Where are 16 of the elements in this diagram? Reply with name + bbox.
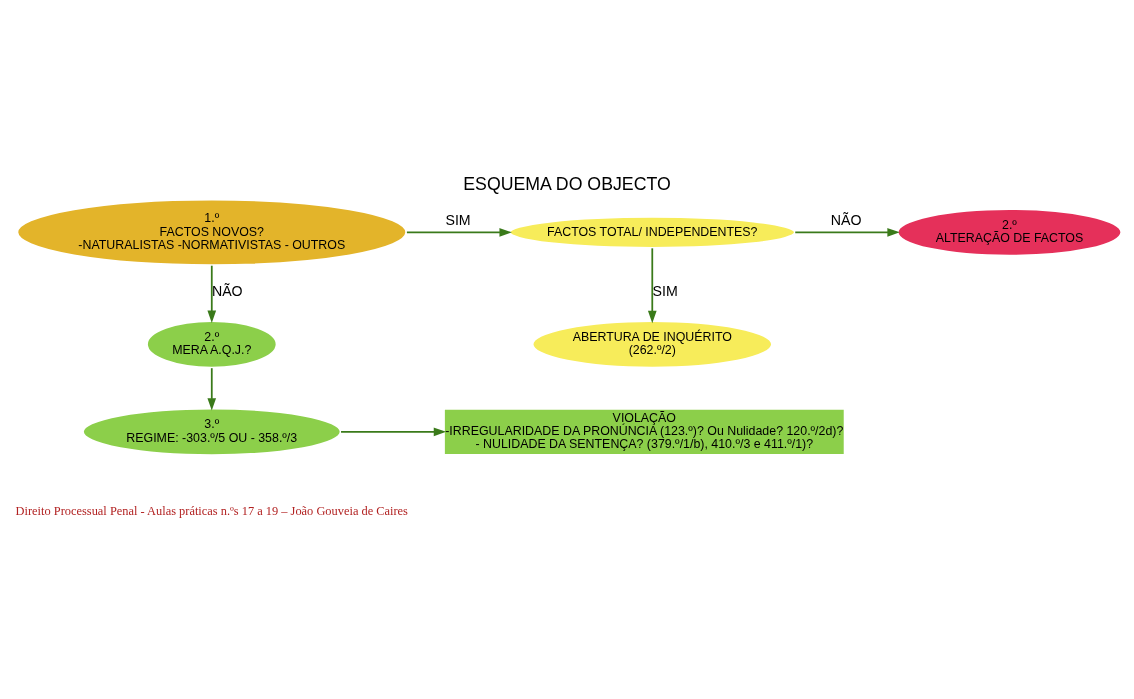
edge-label: SIM (445, 211, 471, 228)
node-ellipse: FACTOS TOTAL/ INDEPENDENTES? (507, 214, 797, 250)
node-ellipse: 3.º REGIME: -303.º/5 OU - 358.º/3 (81, 406, 343, 457)
label: Direito Processual Penal - Aulas práticas n.ºs 17 a 19 – João Gouveia de Caires (15, 503, 408, 518)
edge-label: NÃO (830, 211, 862, 228)
arrow (406, 227, 512, 237)
arrow (340, 427, 447, 436)
arrow (207, 264, 217, 323)
edge-label: NÃO (211, 282, 243, 299)
edge-label: SIM (652, 282, 678, 299)
diagram-title: ESQUEMA DO OBJECTO (463, 173, 671, 194)
arrow (647, 246, 657, 323)
arrow (794, 227, 900, 237)
node-ellipse: 1.º FACTOS NOVOS? -NATURALISTAS -NORMATIVISTAS - OUTROS (15, 197, 408, 267)
node-box: VIOLAÇÃO -IRREGULARIDADE DA PRONÚNCIA (123.º)? Ou Nulidade? 120.º/2d)? - NULIDADE DA SENTENÇA? (379.º/1/b), 410.º/3 e 411.º/1)? (442, 406, 847, 457)
arrow (207, 366, 217, 411)
